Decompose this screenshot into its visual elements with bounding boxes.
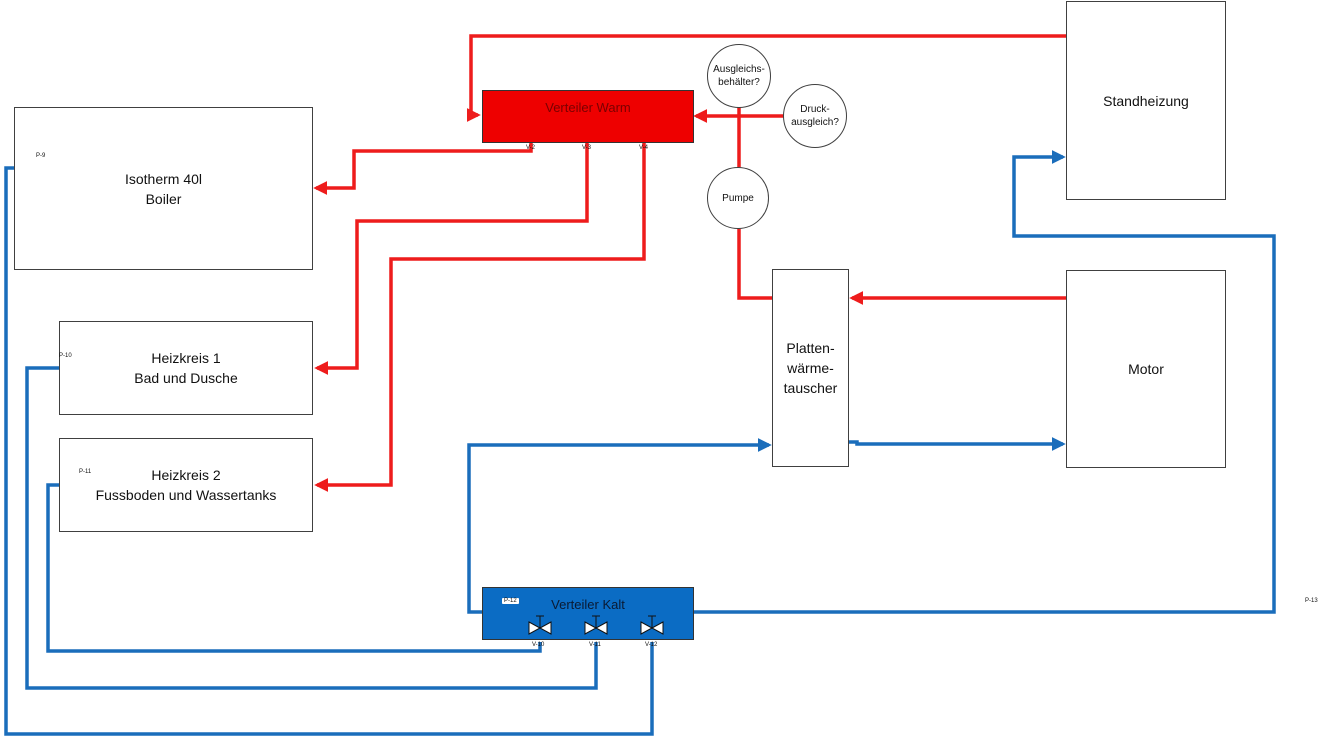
pipe-standheizung-to-warm bbox=[466, 34, 1067, 122]
pipe-tauscher-to-motor bbox=[849, 437, 1066, 451]
tag-v12: V-12 bbox=[645, 642, 658, 648]
tag-v4: V-4 bbox=[639, 145, 649, 151]
boiler-box[interactable]: Isotherm 40l Boiler bbox=[14, 107, 313, 270]
verteiler-warm[interactable]: Verteiler Warm bbox=[482, 90, 694, 143]
pipe-v2-to-boiler bbox=[313, 143, 533, 195]
heizkreis2-box[interactable]: Heizkreis 2 Fussboden und Wassertanks bbox=[59, 438, 313, 532]
tag-p9: P-9 bbox=[36, 153, 46, 159]
waermetauscher-line2: wärme- bbox=[787, 360, 834, 376]
pipe-pumpe-to-tauscher bbox=[737, 229, 773, 300]
druck-line1: Druck- bbox=[800, 104, 830, 115]
tag-p10: P-10 bbox=[59, 353, 72, 359]
boiler-line2: Boiler bbox=[145, 190, 182, 207]
pipe-boiler-return bbox=[4, 166, 654, 736]
verteiler-warm-label: Verteiler Warm bbox=[545, 100, 631, 115]
boiler-line1: Isotherm 40l bbox=[124, 170, 203, 187]
ausgleich-line2: behälter? bbox=[718, 77, 760, 88]
tag-v3: V-3 bbox=[582, 145, 592, 151]
heizkreis1-line1: Heizkreis 1 bbox=[151, 350, 221, 366]
verteiler-kalt[interactable]: Verteiler Kalt bbox=[482, 587, 694, 640]
heizkreis2-line1: Heizkreis 2 bbox=[151, 467, 221, 483]
tag-p11: P-11 bbox=[79, 469, 92, 475]
standheizung-box[interactable]: Standheizung bbox=[1066, 1, 1226, 200]
verteiler-kalt-label: Verteiler Kalt bbox=[551, 597, 625, 612]
motor-box[interactable]: Motor bbox=[1066, 270, 1226, 468]
pumpe-label: Pumpe bbox=[722, 192, 754, 204]
hot-pipes bbox=[313, 34, 1067, 492]
tag-v11: V-11 bbox=[589, 642, 601, 648]
pipe-kalt-to-tauscher bbox=[467, 438, 772, 614]
pumpe-circle[interactable]: Pumpe bbox=[707, 167, 769, 229]
tag-p13: P-13 bbox=[1305, 598, 1318, 604]
druckausgleich-circle[interactable]: Druck- ausgleich? bbox=[783, 84, 847, 148]
pipe-v3-to-heizkreis1 bbox=[314, 143, 589, 375]
pipe-heizkreis2-return bbox=[46, 483, 542, 653]
pipe-kalt-to-standheizung bbox=[694, 150, 1276, 614]
heizkreis1-box[interactable]: Heizkreis 1 Bad und Dusche bbox=[59, 321, 313, 415]
waermetauscher-box[interactable]: Platten- wärme- tauscher bbox=[772, 269, 849, 467]
heizkreis2-line2: Fussboden und Wassertanks bbox=[95, 487, 277, 503]
druck-line2: ausgleich? bbox=[791, 117, 839, 128]
tag-v2: V-2 bbox=[526, 145, 536, 151]
standheizung-label: Standheizung bbox=[1103, 92, 1189, 109]
cold-pipes bbox=[4, 150, 1276, 736]
waermetauscher-line1: Platten- bbox=[786, 340, 835, 356]
tag-p12: P-12 bbox=[502, 598, 519, 604]
waermetauscher-line3: tauscher bbox=[783, 380, 838, 396]
motor-label: Motor bbox=[1128, 361, 1164, 377]
pipe-v4-to-heizkreis2 bbox=[314, 143, 646, 492]
pipe-heizkreis1-return bbox=[25, 366, 598, 690]
heizkreis1-line2: Bad und Dusche bbox=[134, 370, 238, 386]
tag-v10: V-10 bbox=[532, 642, 545, 648]
ausgleichsbehaelter-circle[interactable]: Ausgleichs- behälter? bbox=[707, 44, 771, 108]
ausgleich-line1: Ausgleichs- bbox=[713, 64, 765, 75]
